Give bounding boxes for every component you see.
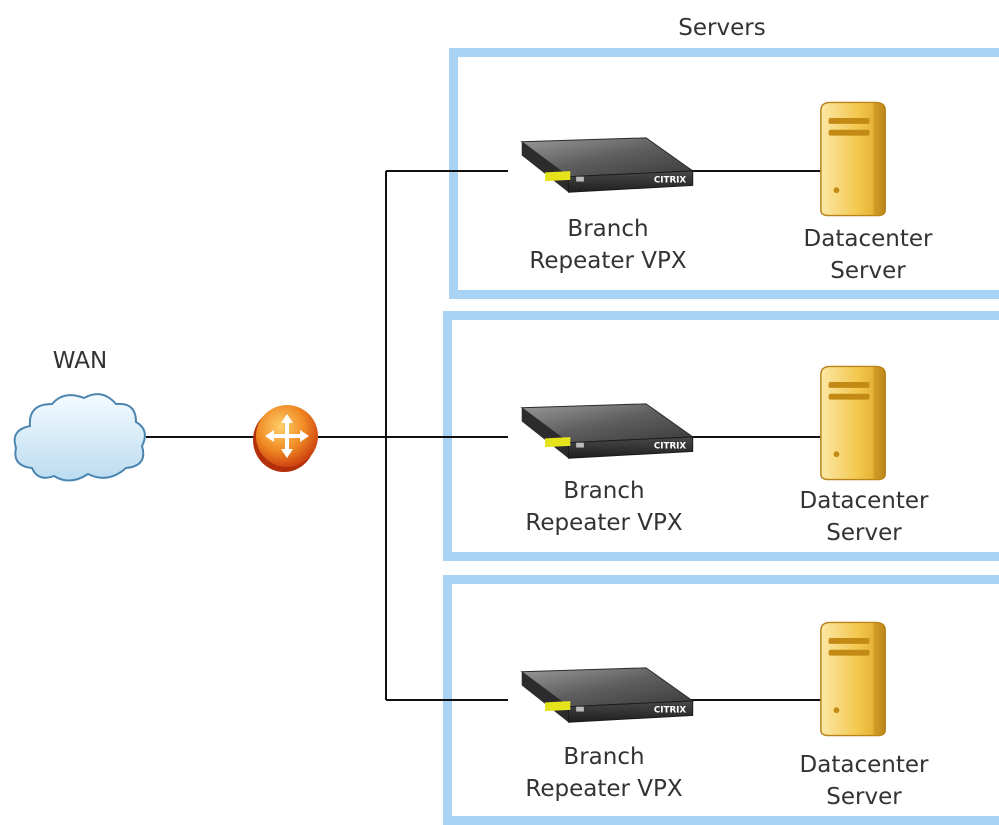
server-icon (820, 101, 886, 217)
appliance-icon (521, 403, 694, 459)
server-label-line1: Datacenter (803, 226, 933, 252)
servers-title: Servers (678, 15, 766, 41)
appliance-label-line1: Branch (563, 744, 645, 770)
appliance-label-line2: Repeater VPX (525, 776, 683, 802)
server-icon (820, 365, 886, 481)
appliance-label-line2: Repeater VPX (529, 248, 687, 274)
appliance-icon (521, 667, 694, 723)
server-label-line1: Datacenter (799, 488, 929, 514)
server-label-line2: Server (826, 520, 902, 546)
cloud-icon (13, 393, 146, 482)
server-group-1 (449, 48, 999, 299)
appliance-icon (521, 137, 694, 193)
router-icon (253, 405, 318, 472)
server-label-line2: Server (830, 258, 906, 284)
server-label-line1: Datacenter (799, 752, 929, 778)
appliance-label-line1: Branch (567, 216, 649, 242)
appliance-label-line2: Repeater VPX (525, 510, 683, 536)
connection-lines (146, 170, 830, 701)
wan-label: WAN (52, 348, 108, 374)
server-icon (820, 621, 886, 737)
server-label-line2: Server (826, 784, 902, 810)
appliance-label-line1: Branch (563, 478, 645, 504)
